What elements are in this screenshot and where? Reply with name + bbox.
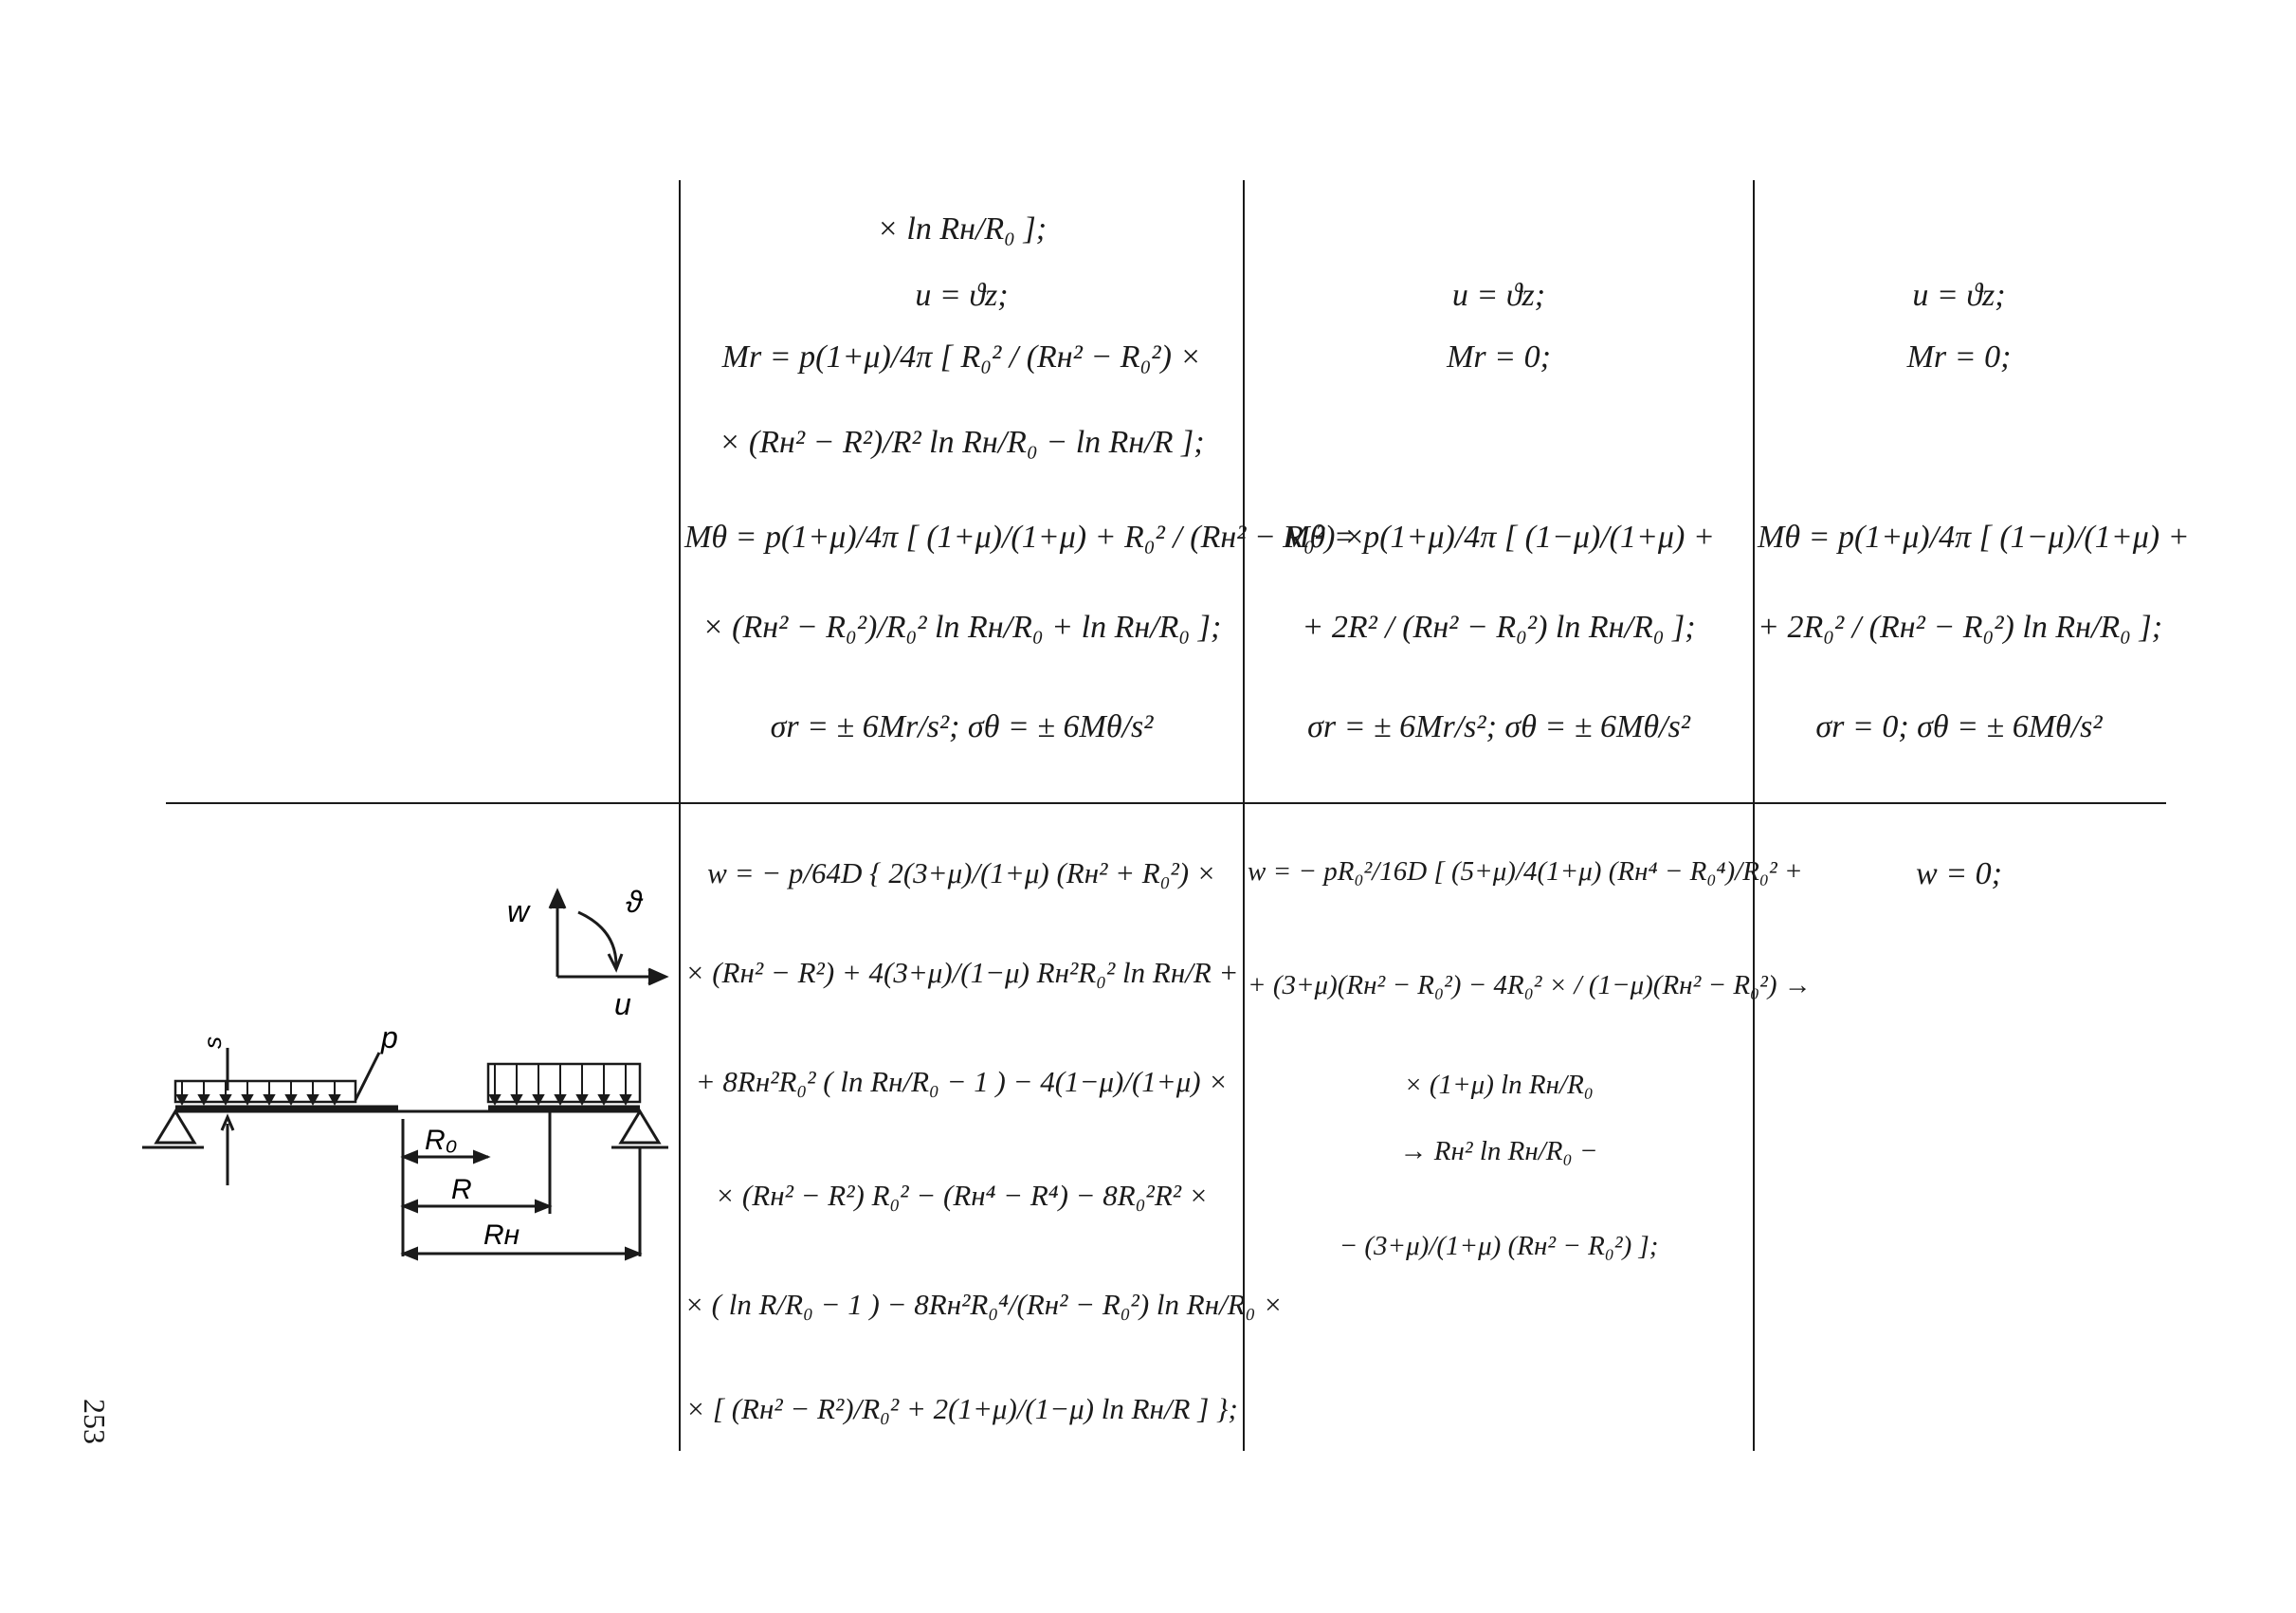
formula-line: Mr = 0; xyxy=(1447,339,1551,375)
table-row-divider xyxy=(166,802,2166,804)
table-divider-col3 xyxy=(1753,180,1755,1451)
formula-line: w = − pR₀²/16D [ (5+μ)/4(1+μ) (Rн⁴ − R₀⁴… xyxy=(1248,856,1803,887)
top-row-column-4: u = ϑz; Mr = 0; Mθ = p(1+μ)/4π [ (1−μ)/(… xyxy=(1758,180,2190,797)
dim-r0-label: R₀ xyxy=(425,1125,457,1156)
formula-line: Mθ = p(1+μ)/4π [ (1+μ)/(1+μ) + R₀² / (Rн… xyxy=(684,520,1365,555)
bottom-row-column-3: w = − pR₀²/16D [ (5+μ)/4(1+μ) (Rн⁴ − R₀⁴… xyxy=(1248,806,1812,1451)
formula-line: σr = 0; σθ = ± 6Mθ/s² xyxy=(1815,709,2103,744)
page-number: 253 xyxy=(78,1399,112,1444)
bottom-row-column-2: w = − p/64D { 2(3+μ)/(1+μ) (Rн² + R₀²) ×… xyxy=(684,806,1284,1451)
formula-line: × (Rн² − R₀²)/R₀² ln Rн/R₀ + ln Rн/R₀ ]; xyxy=(702,610,1222,645)
formula-line: Mr = 0; xyxy=(1906,339,2012,375)
table-divider-col1 xyxy=(679,180,681,1451)
table-divider-col2 xyxy=(1243,180,1245,1451)
formula-line: × [ (Rн² − R²)/R₀² + 2(1+μ)/(1−μ) ln Rн/… xyxy=(685,1392,1238,1425)
formula-line: + 8Rн²R₀² ( ln Rн/R₀ − 1 ) − 4(1−μ)/(1+μ… xyxy=(695,1065,1229,1098)
formula-line: σr = ± 6Mr/s²; σθ = ± 6Mθ/s² xyxy=(1307,709,1690,744)
formula-line: Mθ = p(1+μ)/4π [ (1−μ)/(1+μ) + xyxy=(1758,520,2190,555)
formula-line: + 2R² / (Rн² − R₀²) ln Rн/R₀ ]; xyxy=(1302,610,1696,645)
formula-line: + (3+μ)(Rн² − R₀²) − 4R₀² × / (1−μ)(Rн² … xyxy=(1248,970,1812,1000)
top-row-column-3: u = ϑz; Mr = 0; Mθ = p(1+μ)/4π [ (1−μ)/(… xyxy=(1248,180,1750,797)
axis-u-label: u xyxy=(614,987,631,1021)
dim-rn-label: Rн xyxy=(483,1219,519,1251)
formula-line: u = ϑz; xyxy=(1912,278,2006,313)
axis-w-label: w xyxy=(507,894,531,928)
formula-line: w = − p/64D { 2(3+μ)/(1+μ) (Rн² + R₀²) × xyxy=(707,856,1216,889)
formula-line: → Rн² ln Rн/R₀ − xyxy=(1399,1136,1598,1166)
formula-line: u = ϑz; xyxy=(915,278,1009,313)
formula-line: × ln Rн/R₀ ]; xyxy=(876,211,1048,247)
bottom-row-column-4: w = 0; xyxy=(1758,806,2160,1451)
formula-line: σr = ± 6Mr/s²; σθ = ± 6Mθ/s² xyxy=(770,709,1154,744)
formula-line: Mr = p(1+μ)/4π [ R₀² / (Rн² − R₀²) × xyxy=(721,339,1202,375)
axis-theta-label: ϑ xyxy=(626,885,644,919)
formula-line: × (Rн² − R²) R₀² − (Rн⁴ − R⁴) − 8R₀²R² × xyxy=(715,1179,1209,1212)
dim-r-label: R xyxy=(451,1174,472,1205)
formula-line: w = 0; xyxy=(1916,856,2002,891)
formula-line: u = ϑz; xyxy=(1451,278,1546,313)
formula-line: Mθ = p(1+μ)/4π [ (1−μ)/(1+μ) + xyxy=(1283,520,1715,555)
formula-line: × (Rн² − R²)/R² ln Rн/R₀ − ln Rн/R ]; xyxy=(719,425,1205,460)
formula-line: × (1+μ) ln Rн/R₀ xyxy=(1404,1070,1594,1100)
formula-line: × (Rн² − R²) + 4(3+μ)/(1−μ) Rн²R₀² ln Rн… xyxy=(684,956,1239,989)
thickness-label: s xyxy=(198,1036,227,1049)
formula-line: + 2R₀² / (Rн² − R₀²) ln Rн/R₀ ]; xyxy=(1758,610,2163,645)
formula-line: × ( ln R/R₀ − 1 ) − 8Rн²R₀⁴/(Rн² − R₀²) … xyxy=(684,1288,1284,1321)
top-row-column-2: × ln Rн/R₀ ]; u = ϑz; Mr = p(1+μ)/4π [ R… xyxy=(684,180,1365,797)
load-label: p xyxy=(380,1020,398,1054)
formula-line: − (3+μ)/(1+μ) (Rн² − R₀²) ]; xyxy=(1339,1231,1659,1261)
plate-load-diagram: p w u ϑ s R₀ R Rн xyxy=(142,885,669,1261)
